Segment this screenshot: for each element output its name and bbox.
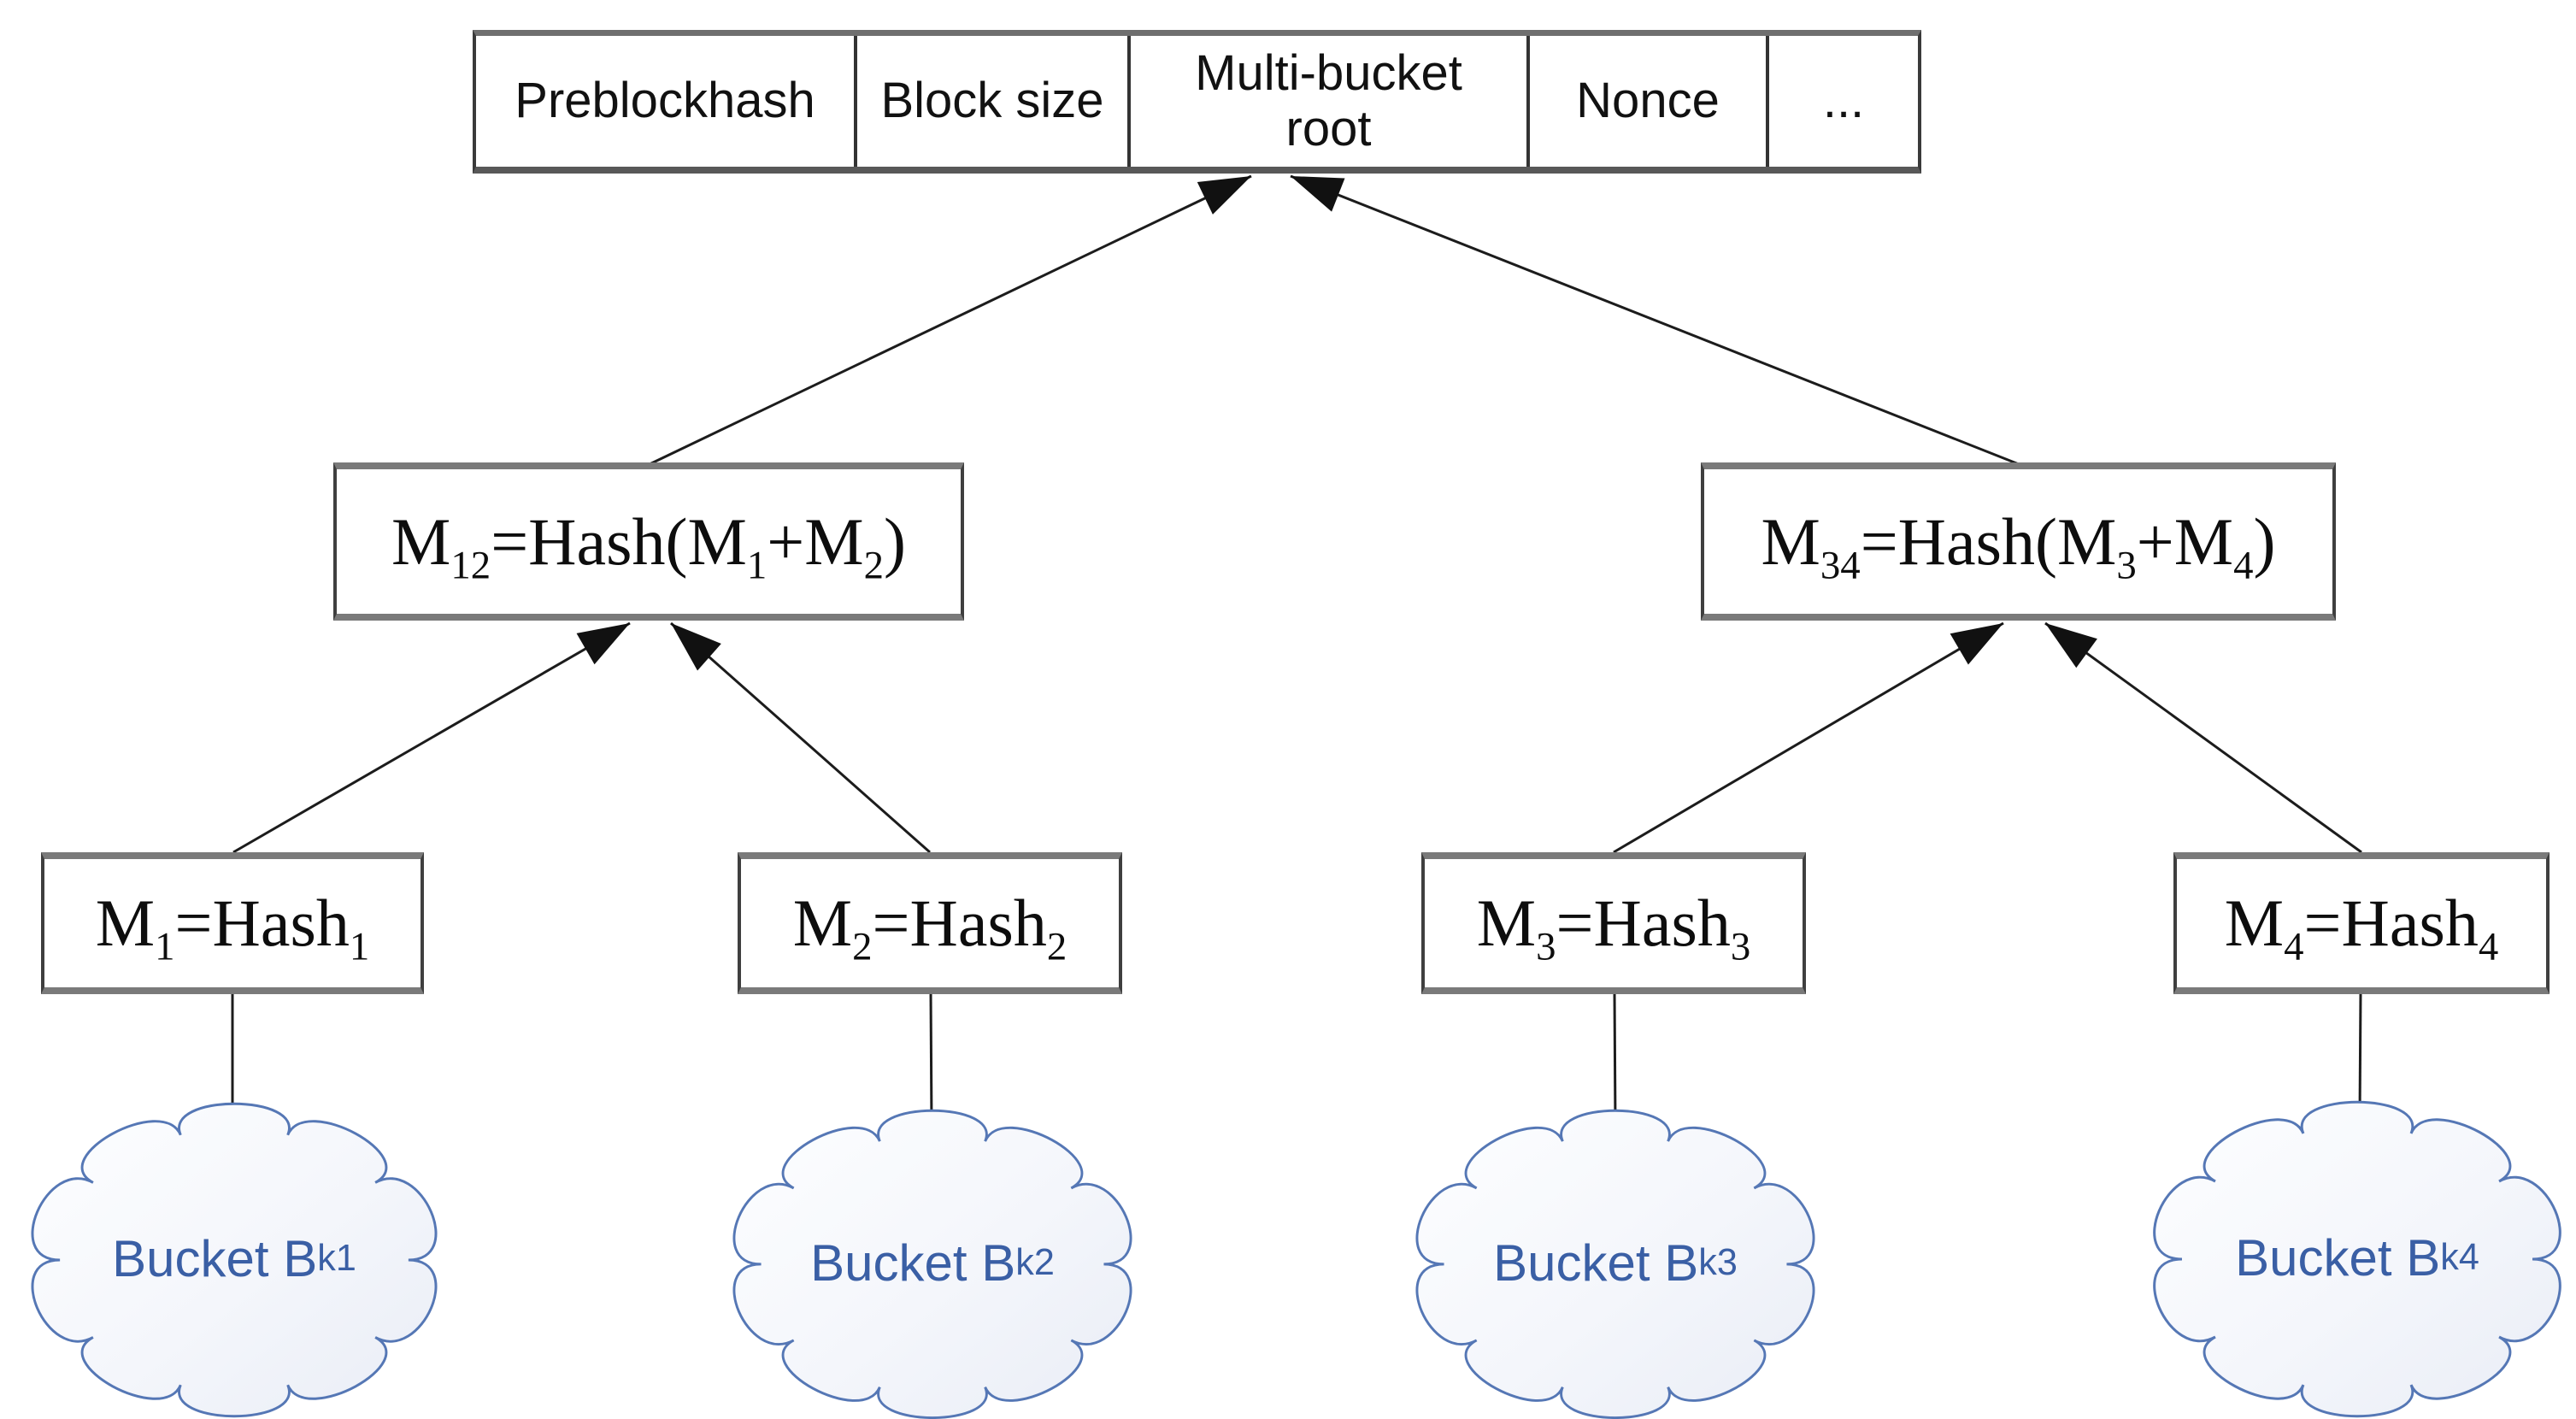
node-m12-label: M12=Hash(M1+M2) — [391, 503, 906, 588]
cloud-icon — [1415, 1109, 1815, 1419]
arrow-m34-to-root — [1290, 174, 2020, 466]
node-m3-box: M3=Hash3 — [1421, 852, 1806, 994]
header-cell-label: Nonce — [1576, 73, 1720, 129]
arrow-m1-to-m12 — [232, 621, 631, 854]
arrow-m3-to-m34 — [1613, 621, 2004, 854]
node-m1-box: M1=Hash1 — [41, 852, 424, 994]
header-cell-label: Block size — [880, 73, 1104, 129]
node-m3-label: M3=Hash3 — [1476, 886, 1751, 969]
header-cell-label: Multi-bucket root — [1195, 44, 1462, 156]
header-cell-ellipsis: ... — [1766, 36, 1918, 167]
connector-m4-to-bucket4 — [2358, 991, 2362, 1119]
node-m4-label: M4=Hash4 — [2224, 886, 2499, 969]
cloud-icon — [31, 1102, 438, 1418]
header-cell-label: ... — [1822, 73, 1865, 129]
connector-m2-to-bucket2 — [929, 991, 933, 1128]
header-cell-multi-bucket-root: Multi-bucket root — [1127, 36, 1526, 167]
cloud-icon — [732, 1109, 1132, 1419]
cloud-icon — [2153, 1100, 2561, 1418]
node-m2-box: M2=Hash2 — [738, 852, 1122, 994]
node-m2-label: M2=Hash2 — [792, 886, 1067, 969]
arrow-m12-to-root — [649, 174, 1252, 466]
header-cell-preblockhash: Preblockhash — [476, 36, 854, 167]
node-m34-box: M34=Hash(M3+M4) — [1701, 462, 2336, 621]
node-m4-box: M4=Hash4 — [2173, 852, 2550, 994]
header-cell-label: Preblockhash — [515, 73, 815, 129]
connector-m3-to-bucket3 — [1613, 991, 1617, 1128]
arrow-m4-to-m34 — [2044, 621, 2362, 854]
node-m12-box: M12=Hash(M1+M2) — [333, 462, 964, 621]
header-cell-block-size: Block size — [854, 36, 1127, 167]
node-m1-label: M1=Hash1 — [95, 886, 370, 969]
header-cell-nonce: Nonce — [1526, 36, 1766, 167]
arrow-m2-to-m12 — [670, 621, 931, 854]
block-header-table: Preblockhash Block size Multi-bucket roo… — [473, 30, 1921, 174]
node-m34-label: M34=Hash(M3+M4) — [1761, 503, 2276, 588]
